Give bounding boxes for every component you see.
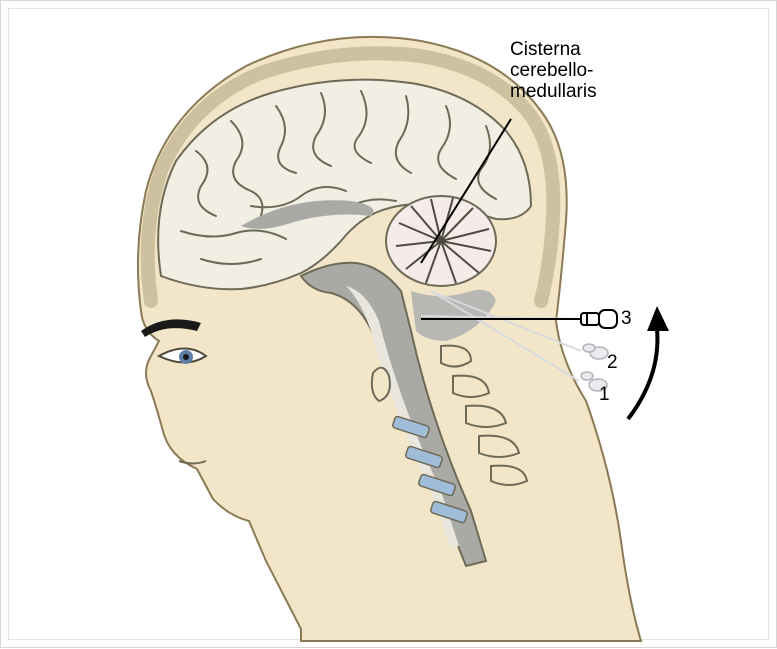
label-line-1: Cisterna (510, 39, 597, 60)
rotation-arrow-icon (628, 329, 657, 419)
needle-position-3: 3 (621, 309, 632, 329)
syringe-ghost-2 (583, 344, 608, 359)
cerebellum (386, 196, 496, 286)
syringe-position-3 (581, 310, 617, 328)
label-line-3: medullaris (510, 81, 597, 102)
arrowhead-icon (647, 306, 669, 331)
label-line-2: cerebello- (510, 60, 597, 81)
needle-position-2: 2 (607, 353, 618, 373)
ear (372, 368, 390, 401)
needle-position-1: 1 (599, 385, 610, 405)
structure-label: Cisterna cerebello- medullaris (510, 39, 597, 102)
